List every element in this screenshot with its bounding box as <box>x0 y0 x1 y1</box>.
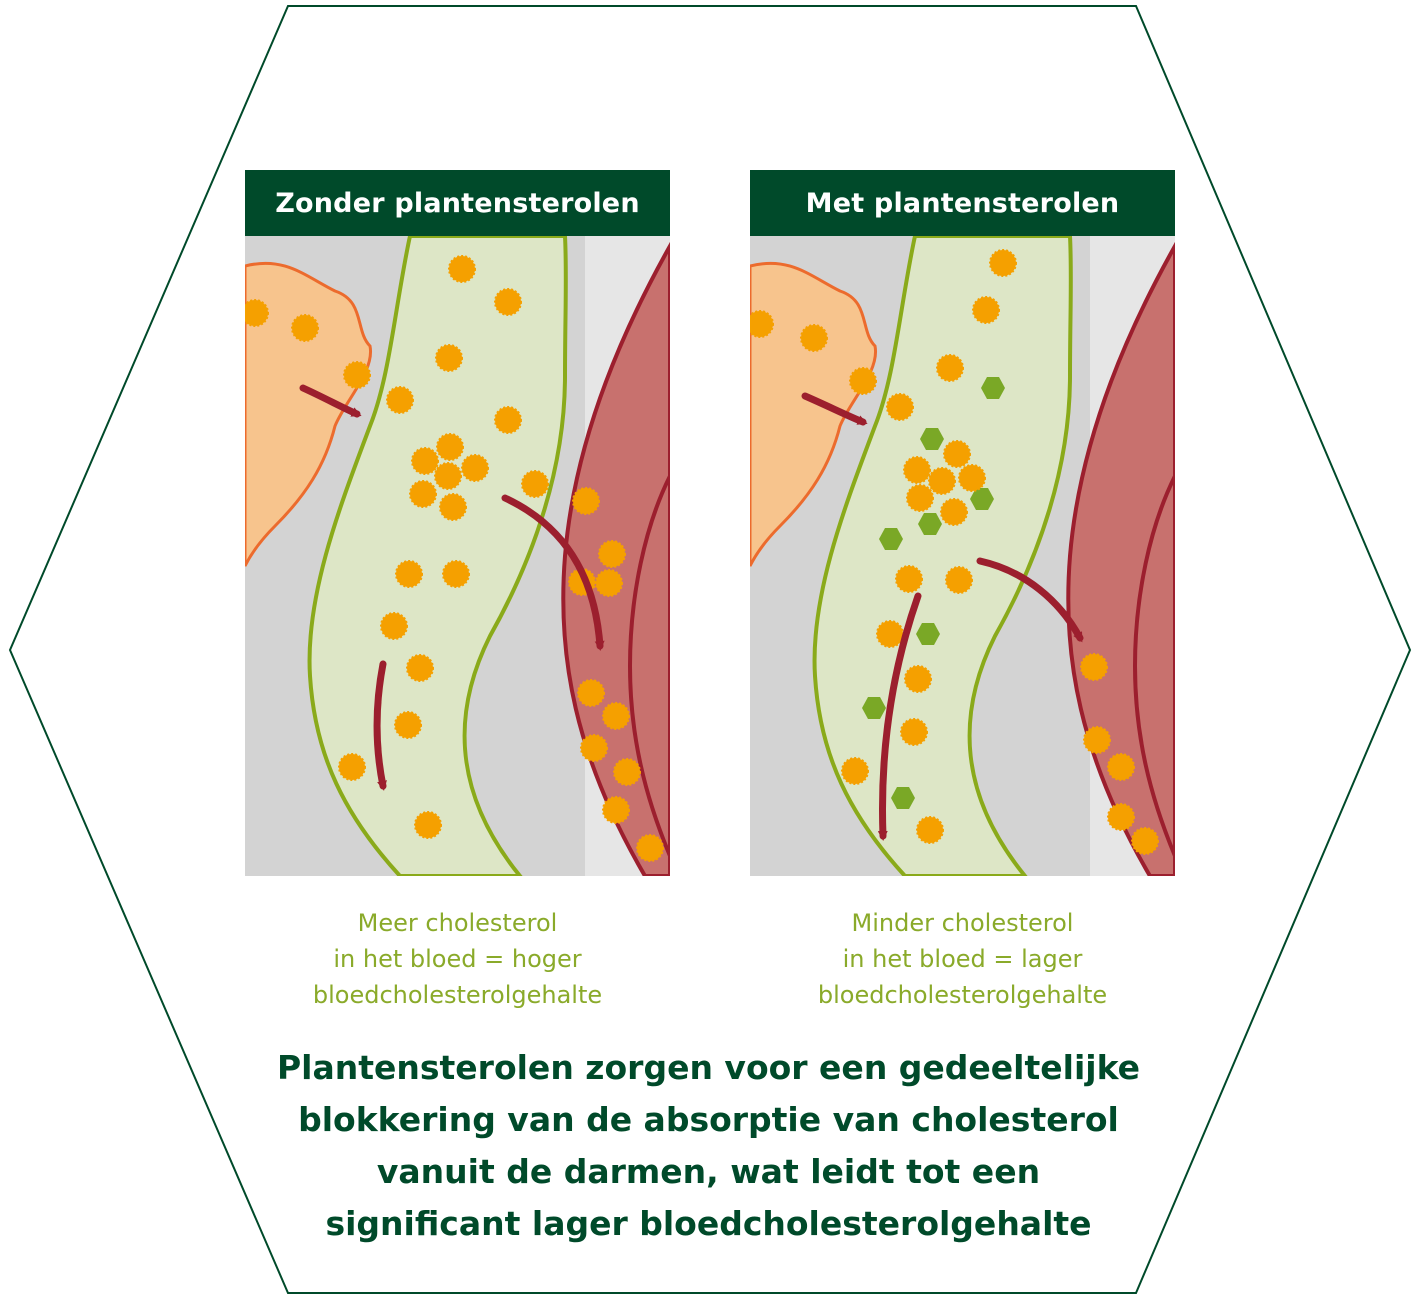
cholesterol-particle-icon <box>494 288 522 316</box>
conclusion-line: significant lager bloedcholesterolgehalt… <box>325 1204 1092 1243</box>
cholesterol-particle-icon <box>940 498 968 526</box>
caption-line: in het bloed = lager <box>842 945 1083 973</box>
cholesterol-particle-icon <box>439 493 467 521</box>
cholesterol-particle-icon <box>521 470 549 498</box>
cholesterol-particle-icon <box>411 447 439 475</box>
cholesterol-particle-icon <box>572 487 600 515</box>
cholesterol-particle-icon <box>945 566 973 594</box>
intestine-lumen <box>307 236 568 876</box>
panel-with-plant-sterols: Met plantensterolen <box>750 170 1175 876</box>
cholesterol-particle-icon <box>903 456 931 484</box>
cholesterol-particle-icon <box>577 679 605 707</box>
intestine-illustration <box>245 236 670 876</box>
panel-without-plant-sterols: Zonder plantensterolen <box>245 170 670 876</box>
intestine-illustration <box>750 236 1175 876</box>
cholesterol-particle-icon <box>435 344 463 372</box>
cholesterol-particle-icon <box>580 734 608 762</box>
panel-title: Zonder plantensterolen <box>245 170 670 236</box>
cholesterol-particle-icon <box>442 560 470 588</box>
cholesterol-particle-icon <box>291 314 319 342</box>
conclusion-line: Plantensterolen zorgen voor een gedeelte… <box>276 1048 1141 1087</box>
absorption-arrows <box>801 392 1084 841</box>
cholesterol-particle-icon <box>1107 753 1135 781</box>
cholesterol-particle-icon <box>448 255 476 283</box>
cholesterol-particle-icon <box>595 569 623 597</box>
cholesterol-particle-icon <box>849 367 877 395</box>
cholesterol-particle-icon <box>409 480 437 508</box>
cholesterol-particle-icon <box>602 702 630 730</box>
cholesterol-particle-icon <box>461 454 489 482</box>
cholesterol-particle-icon <box>436 433 464 461</box>
cholesterol-particle-icon <box>602 796 630 824</box>
cholesterol-particle-icon <box>338 753 366 781</box>
cholesterol-particle-icon <box>343 361 371 389</box>
cholesterol-particle-icon <box>434 462 462 490</box>
absorption-arrows <box>299 384 605 791</box>
cholesterol-particle-icon <box>613 758 641 786</box>
cholesterol-particle-icon <box>386 386 414 414</box>
cholesterol-particle-icon <box>1131 827 1159 855</box>
cholesterol-particle-icon <box>895 565 923 593</box>
cholesterol-particle-icon <box>906 484 934 512</box>
cholesterol-particle-icon <box>936 354 964 382</box>
caption-with-plant-sterols: Minder cholesterol in het bloed = lager … <box>750 905 1175 1013</box>
conclusion-line: vanuit de darmen, wat leidt tot een <box>376 1152 1041 1191</box>
cholesterol-particle-icon <box>394 711 422 739</box>
cholesterol-particle-icon <box>380 612 408 640</box>
absorption-arrow-icon <box>801 392 868 426</box>
cholesterol-particle-icon <box>1083 726 1111 754</box>
caption-line: bloedcholesterolgehalte <box>312 981 603 1009</box>
cholesterol-particle-icon <box>1080 653 1108 681</box>
caption-line: in het bloed = hoger <box>333 945 582 973</box>
cholesterol-particle-icon <box>598 540 626 568</box>
cholesterol-particle-icon <box>943 440 971 468</box>
conclusion-line: blokkering van de absorptie van choleste… <box>298 1100 1119 1139</box>
cholesterol-particle-icon <box>876 620 904 648</box>
cholesterol-particle-icon <box>904 665 932 693</box>
cholesterol-particle-icon <box>1107 803 1135 831</box>
cholesterol-particle-icon <box>414 811 442 839</box>
caption-line: bloedcholesterolgehalte <box>817 981 1108 1009</box>
absorption-arrow-icon <box>501 494 605 651</box>
absorption-arrow-icon <box>976 557 1084 643</box>
cholesterol-particle-icon <box>406 654 434 682</box>
cholesterol-particle-icon <box>916 816 944 844</box>
cholesterol-particle-icon <box>886 393 914 421</box>
cholesterol-particle-icon <box>928 467 956 495</box>
caption-line: Meer cholesterol <box>357 909 558 937</box>
cholesterol-particle-icon <box>800 324 828 352</box>
absorption-arrow-icon <box>373 660 387 791</box>
cholesterol-particle-icon <box>636 834 664 862</box>
cholesterol-particle-icon <box>989 249 1017 277</box>
absorption-arrow-icon <box>299 384 362 418</box>
cholesterol-particle-icon <box>494 406 522 434</box>
cholesterol-particle-icon <box>395 560 423 588</box>
cholesterol-particle-icon <box>972 296 1000 324</box>
cholesterol-particle-icon <box>900 718 928 746</box>
cholesterol-particle-icon <box>841 757 869 785</box>
absorption-arrow-icon <box>877 592 922 841</box>
caption-line: Minder cholesterol <box>851 909 1074 937</box>
caption-without-plant-sterols: Meer cholesterol in het bloed = hoger bl… <box>245 905 670 1013</box>
cholesterol-particle-icon <box>958 464 986 492</box>
conclusion-text: Plantensterolen zorgen voor een gedeelte… <box>160 1042 1257 1250</box>
panel-title: Met plantensterolen <box>750 170 1175 236</box>
